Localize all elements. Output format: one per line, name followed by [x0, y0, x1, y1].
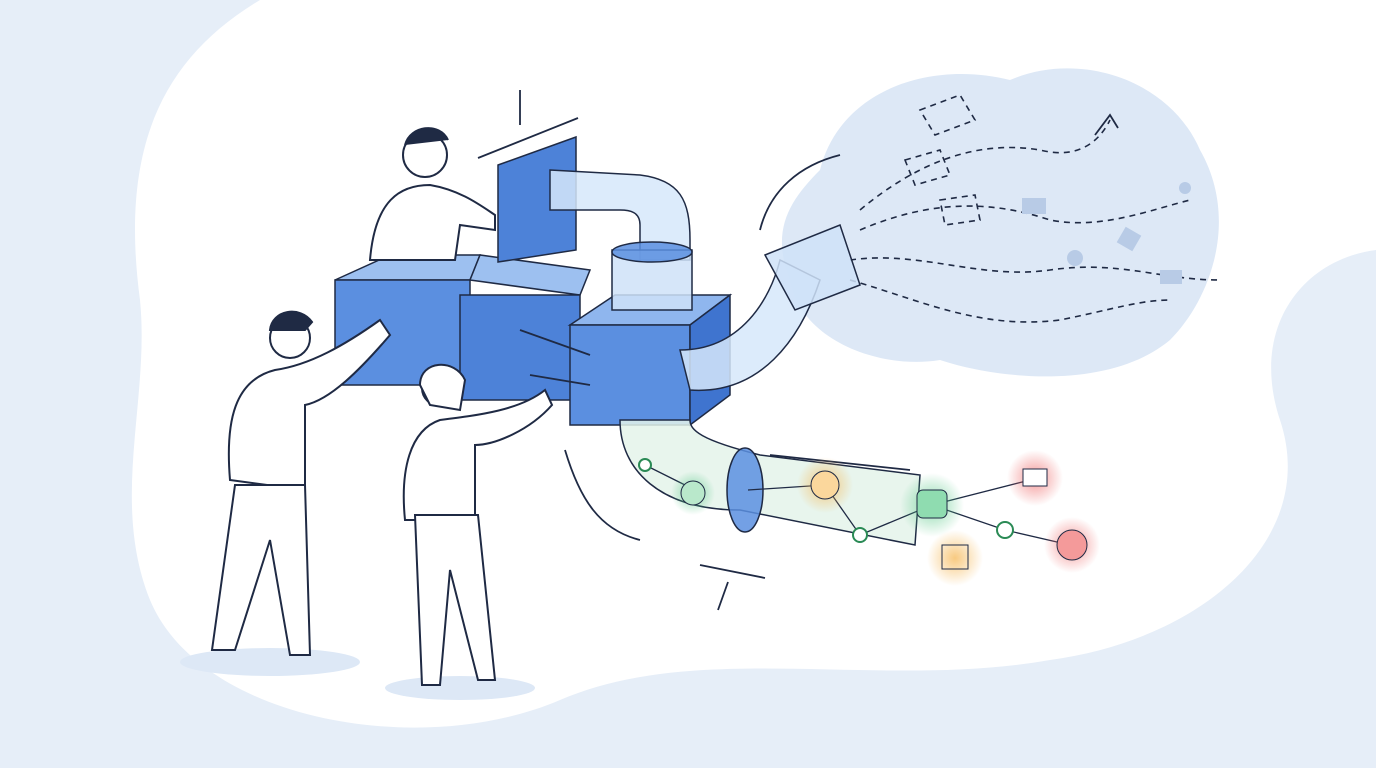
status-icons: [638, 450, 1100, 586]
mail-icon: [1022, 468, 1048, 487]
data-cloud: [781, 68, 1219, 377]
bar-chart-icon: [941, 544, 969, 570]
list-icon: [916, 489, 948, 519]
motion-arrows: [477, 90, 1119, 611]
people: [180, 127, 554, 700]
line-chart-icon: [1056, 529, 1088, 561]
floating-shapes: [1022, 182, 1191, 284]
person-top: [368, 127, 496, 261]
user-icon: [810, 470, 840, 500]
person-left: [210, 310, 392, 656]
external-link-icon: [680, 480, 706, 506]
person-right: [402, 363, 554, 686]
dashed-data-streams: [849, 94, 1221, 323]
